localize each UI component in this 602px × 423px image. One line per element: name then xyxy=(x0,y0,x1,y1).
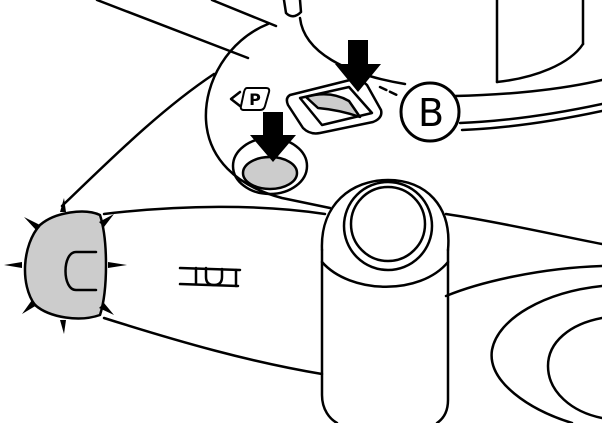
callout-circle xyxy=(399,81,461,143)
left-chevron-icon xyxy=(229,90,242,108)
post-right-wall xyxy=(435,248,450,423)
housing-back-edge xyxy=(298,16,407,86)
post-left-wall xyxy=(320,248,339,423)
mode-badge xyxy=(229,87,271,111)
rim-line-lower xyxy=(458,102,602,125)
mode-badge-letter: P xyxy=(249,90,261,109)
post-cap-inner-ring xyxy=(349,185,427,263)
paddle-outline xyxy=(490,284,602,423)
ray-bottom-right xyxy=(99,303,114,315)
cup-base xyxy=(495,42,585,84)
rim-line-upper xyxy=(453,78,602,98)
right-arm-lower-edge xyxy=(444,264,602,298)
ray-top-right xyxy=(99,214,114,227)
slider-switch xyxy=(285,78,383,135)
left-arm-edge xyxy=(60,72,216,208)
light-flash-icon xyxy=(23,210,108,320)
indicator-notch xyxy=(64,250,98,292)
ray-left xyxy=(4,262,22,268)
slider-track xyxy=(298,85,374,127)
ray-bottom-left xyxy=(22,300,37,314)
paddle-inner-outline xyxy=(546,316,602,420)
upper-arm-edge xyxy=(95,0,250,60)
button-cap xyxy=(241,155,299,191)
right-arm-top-edge xyxy=(444,212,602,246)
slider-knob xyxy=(304,93,362,119)
rim-line-lower-inner xyxy=(460,109,602,132)
callout-leader-line xyxy=(378,85,401,98)
down-arrow-icon xyxy=(335,40,381,92)
ray-top-left xyxy=(24,217,40,230)
post-cap-outer-ring xyxy=(342,180,434,272)
body-bottom-edge xyxy=(102,316,324,376)
top-bracket xyxy=(282,0,303,18)
upper-arm-back-edge xyxy=(210,0,278,28)
post-lip xyxy=(320,260,450,288)
post-left-side xyxy=(320,178,450,252)
ray-bottom xyxy=(60,320,66,334)
down-arrow-icon xyxy=(250,112,296,162)
ray-top xyxy=(60,198,66,212)
ray-right xyxy=(108,262,127,268)
control-housing-outline xyxy=(204,22,332,210)
mode-badge-frame xyxy=(239,87,271,111)
connector-symbol-icon xyxy=(178,266,242,288)
light-rays xyxy=(4,198,127,334)
body-top-edge xyxy=(102,205,327,216)
callout-letter: B xyxy=(418,91,444,135)
